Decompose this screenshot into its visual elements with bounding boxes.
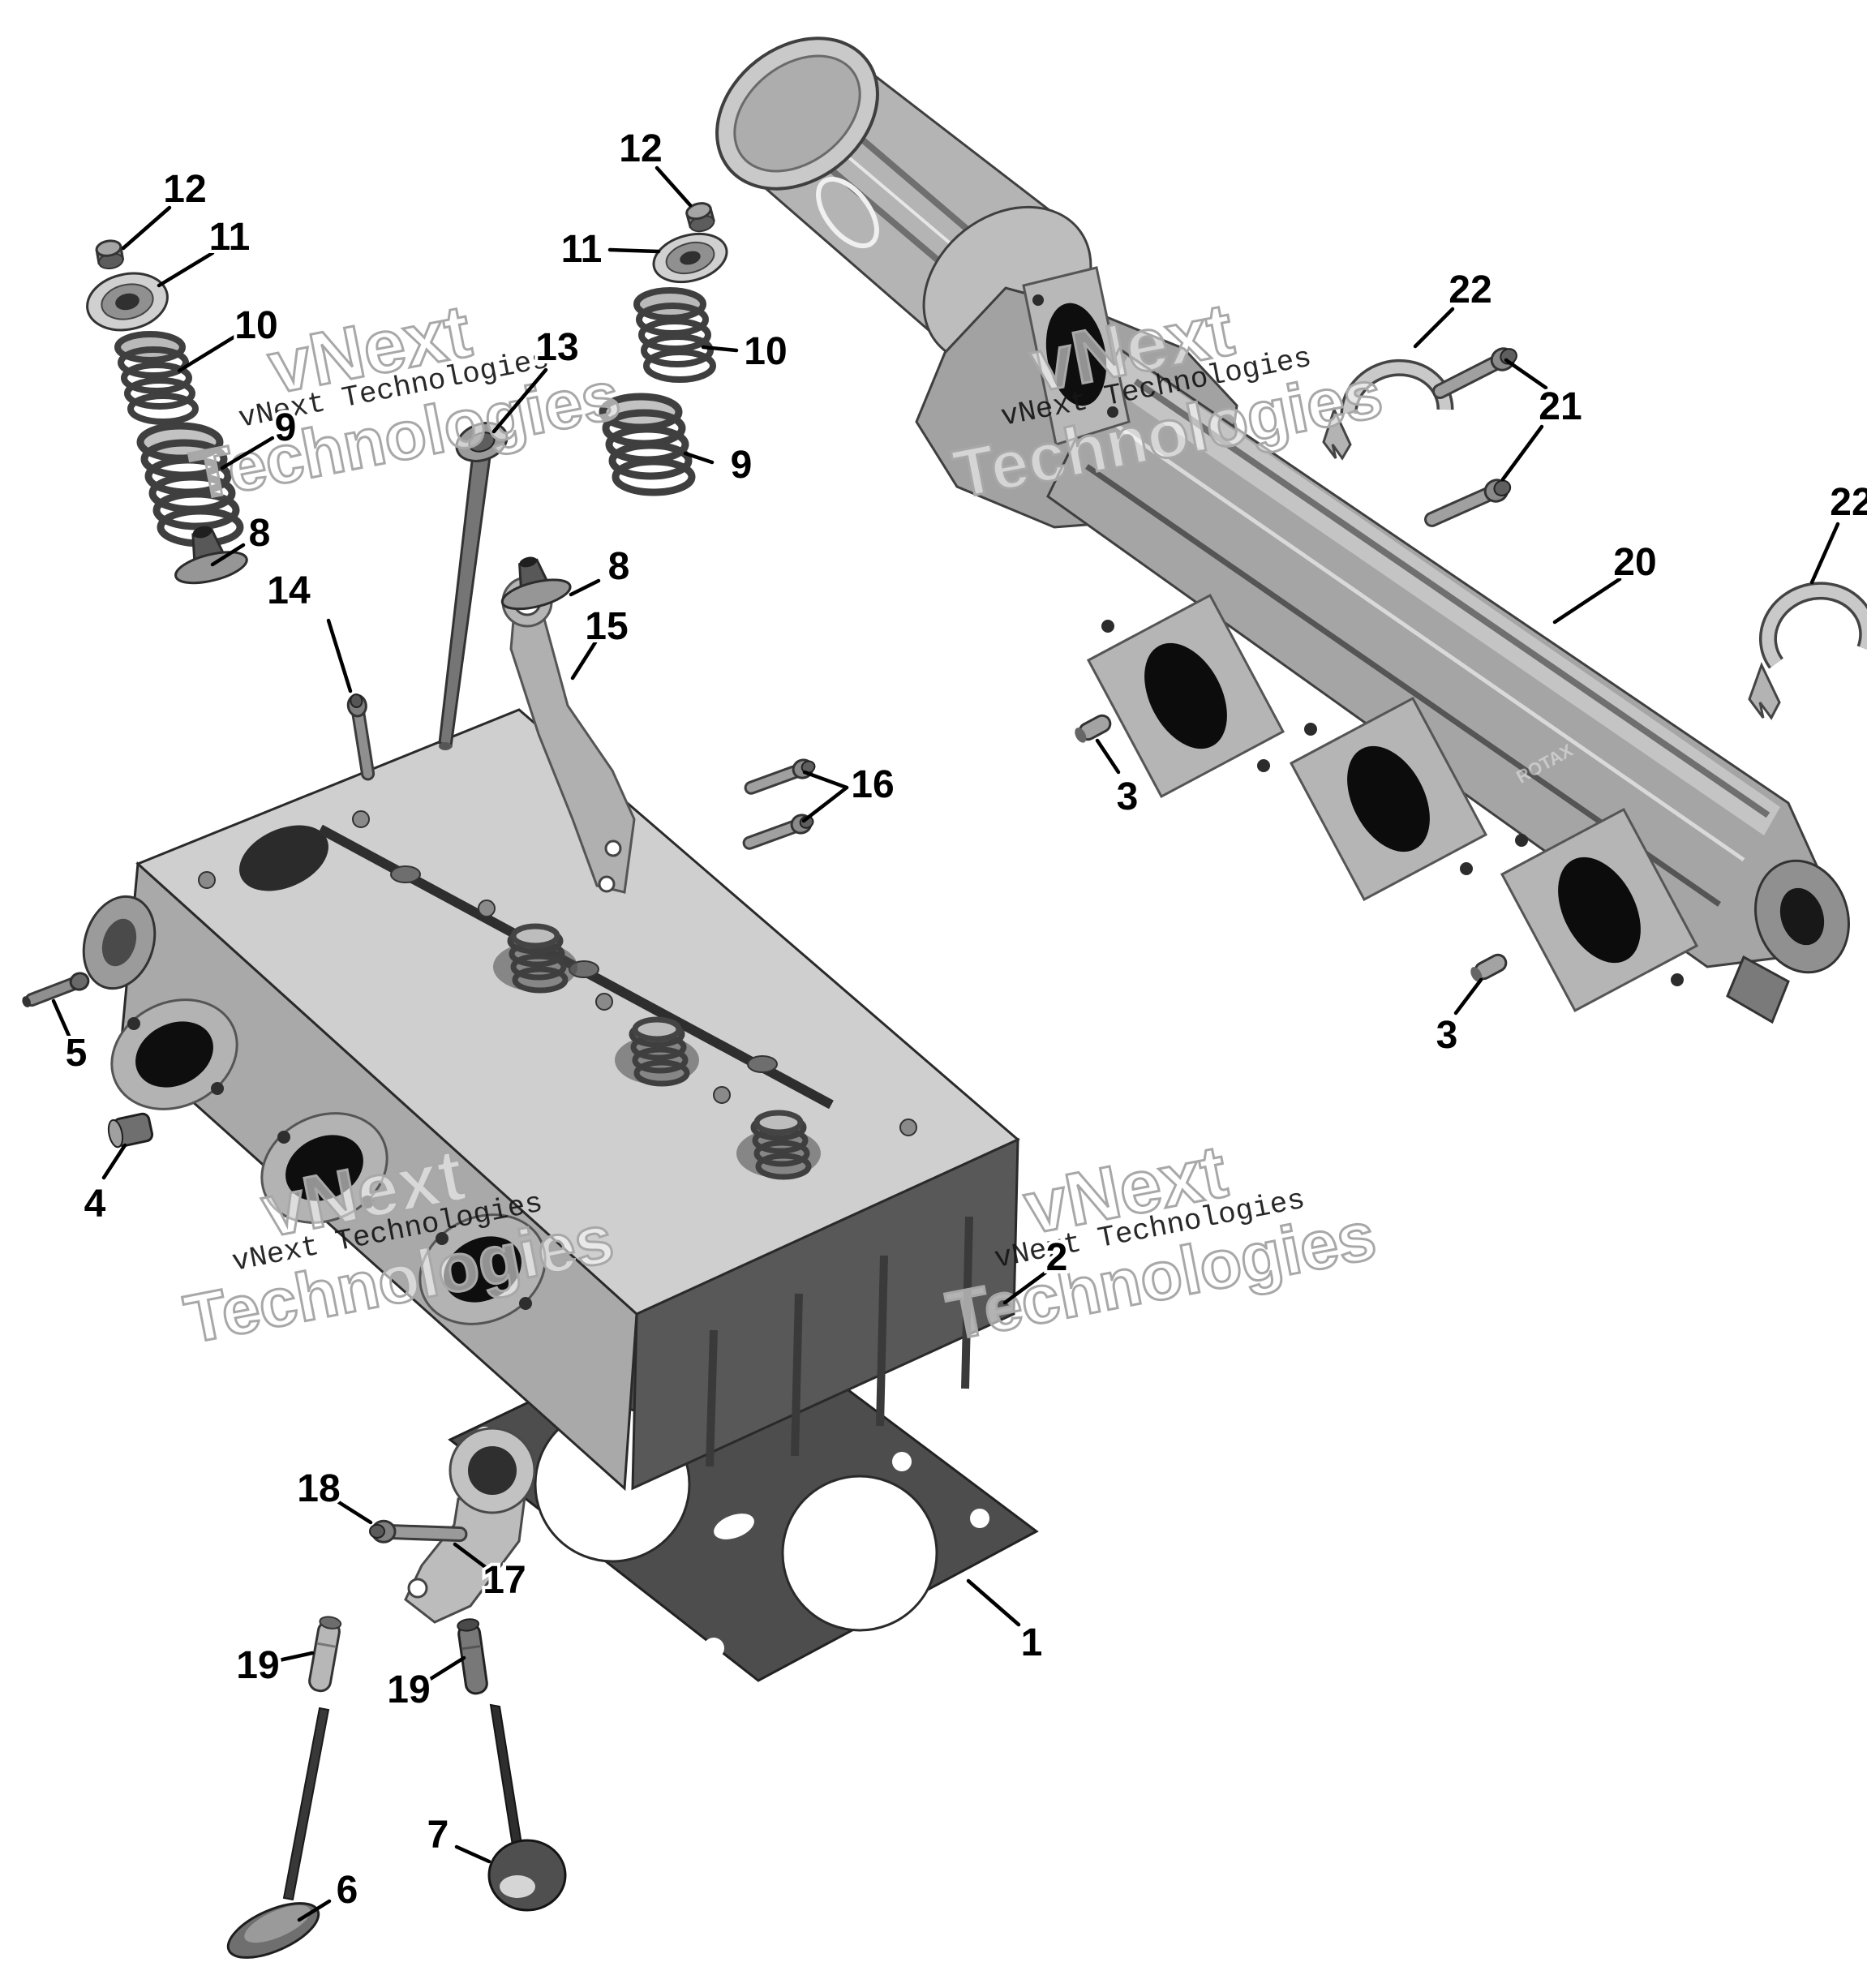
leader-sleeve-4 — [101, 1143, 127, 1180]
leader-inner-spring-left — [220, 436, 275, 470]
clamp-lower — [1748, 582, 1867, 720]
leader-exhaust-valve-6 — [297, 1899, 332, 1922]
leader-valve-cotter-mid — [655, 165, 693, 208]
leader-screw-5 — [51, 998, 71, 1038]
callout-screw-14[interactable]: 14 — [264, 566, 314, 616]
stem-seal-mid — [500, 556, 572, 611]
callout-screws-21[interactable]: 21 — [1535, 382, 1585, 432]
callout-exhaust-valve-6[interactable]: 6 — [333, 1866, 362, 1915]
leader-screws-21 — [1504, 358, 1548, 390]
callout-outer-spring-mid[interactable]: 10 — [740, 327, 790, 376]
callout-valve-guide-left[interactable]: 19 — [233, 1641, 282, 1690]
sleeve-4 — [107, 1112, 154, 1149]
leader-screws-16 — [801, 785, 849, 823]
cylinder-head — [82, 708, 1020, 1492]
leader-valve-cotter-left — [121, 205, 172, 251]
head-intake-ports — [110, 998, 547, 1325]
leader-stem-seal-mid — [569, 578, 601, 597]
leader-bracket-15 — [570, 640, 598, 681]
outer-spring-mid — [633, 287, 716, 383]
valve-cotter-left — [95, 239, 125, 270]
screw-18 — [369, 1519, 468, 1544]
callout-screw-5[interactable]: 5 — [62, 1028, 91, 1078]
callout-stem-seal-mid[interactable]: 8 — [605, 542, 633, 591]
callout-inner-spring-mid[interactable]: 9 — [727, 440, 756, 490]
dowel-pin-upper — [1075, 714, 1112, 743]
leader-dowel-pin-lower — [1453, 977, 1483, 1015]
bracket-17 — [404, 1427, 536, 1624]
callout-valve-guide-right[interactable]: 19 — [384, 1665, 433, 1715]
leader-bracket-17 — [453, 1542, 490, 1571]
inner-spring-mid — [599, 393, 696, 496]
valve-guide-left — [308, 1616, 342, 1693]
dowel-pin-lower — [1470, 953, 1508, 982]
leader-screw-18 — [335, 1499, 373, 1525]
callout-clamp-upper[interactable]: 22 — [1445, 265, 1495, 315]
callout-exhaust-manifold-20[interactable]: 20 — [1610, 538, 1659, 587]
leader-outer-spring-left — [177, 333, 238, 373]
screw-14 — [346, 693, 376, 781]
leader-valve-guide-left — [277, 1651, 315, 1663]
leader-screw-14 — [326, 618, 353, 693]
callout-stem-seal-left[interactable]: 8 — [246, 509, 274, 558]
outer-spring-left — [114, 331, 199, 425]
leader-exhaust-manifold-20 — [1552, 577, 1622, 625]
callout-head-screw-13[interactable]: 13 — [532, 323, 582, 372]
leader-spring-retainer-mid — [607, 247, 661, 254]
leader-outer-spring-mid — [701, 345, 739, 353]
callout-cylinder-head-2[interactable]: 2 — [1043, 1233, 1071, 1282]
screws-16 — [742, 758, 816, 850]
leader-screws-21 — [1500, 424, 1544, 482]
callout-valve-cotter-left[interactable]: 12 — [160, 165, 209, 214]
callout-bracket-15[interactable]: 15 — [582, 602, 631, 651]
leader-intake-valve-7 — [454, 1844, 491, 1864]
callout-dowel-pin-lower[interactable]: 3 — [1433, 1011, 1461, 1060]
callout-outer-spring-left[interactable]: 10 — [231, 301, 281, 350]
exhaust-valve-6 — [226, 1707, 330, 1959]
leader-screws-16 — [802, 770, 849, 790]
screw-5 — [22, 972, 90, 1007]
leader-valve-guide-right — [427, 1655, 466, 1682]
callout-screws-16[interactable]: 16 — [848, 760, 897, 809]
leader-clamp-upper — [1413, 307, 1455, 349]
exhaust-manifold: ROTAX — [915, 266, 1850, 1024]
spring-retainer-left — [86, 272, 169, 332]
intake-valve-7 — [487, 1703, 567, 1912]
callout-screw-18[interactable]: 18 — [294, 1464, 343, 1514]
head-screw-13 — [438, 422, 509, 750]
valve-guide-right — [457, 1618, 488, 1695]
callout-bracket-17[interactable]: 17 — [479, 1556, 529, 1605]
callout-dowel-pin-upper[interactable]: 3 — [1114, 772, 1142, 822]
leader-spring-retainer-left — [157, 251, 215, 288]
callout-sleeve-4[interactable]: 4 — [81, 1179, 109, 1229]
callout-head-gasket-1[interactable]: 1 — [1018, 1618, 1046, 1668]
leader-cylinder-head-2 — [1002, 1270, 1048, 1305]
leader-dowel-pin-upper — [1095, 738, 1121, 775]
valve-cotter-mid — [685, 202, 715, 233]
spring-retainer-mid — [652, 232, 728, 284]
leader-inner-spring-mid — [683, 451, 715, 465]
callout-clamp-lower[interactable]: 22 — [1826, 478, 1867, 527]
leader-head-screw-13 — [491, 367, 548, 434]
callout-spring-retainer-mid[interactable]: 11 — [558, 225, 606, 274]
leader-stem-seal-left — [210, 543, 246, 567]
callout-valve-cotter-mid[interactable]: 12 — [616, 124, 665, 174]
installed-valve-springs — [493, 923, 821, 1180]
callout-inner-spring-left[interactable]: 9 — [272, 403, 300, 453]
callout-spring-retainer-left[interactable]: 11 — [206, 213, 254, 262]
screws-21 — [1424, 347, 1517, 527]
leader-head-gasket-1 — [966, 1578, 1021, 1627]
callout-intake-valve-7[interactable]: 7 — [424, 1810, 453, 1860]
leader-clamp-lower — [1809, 522, 1840, 585]
